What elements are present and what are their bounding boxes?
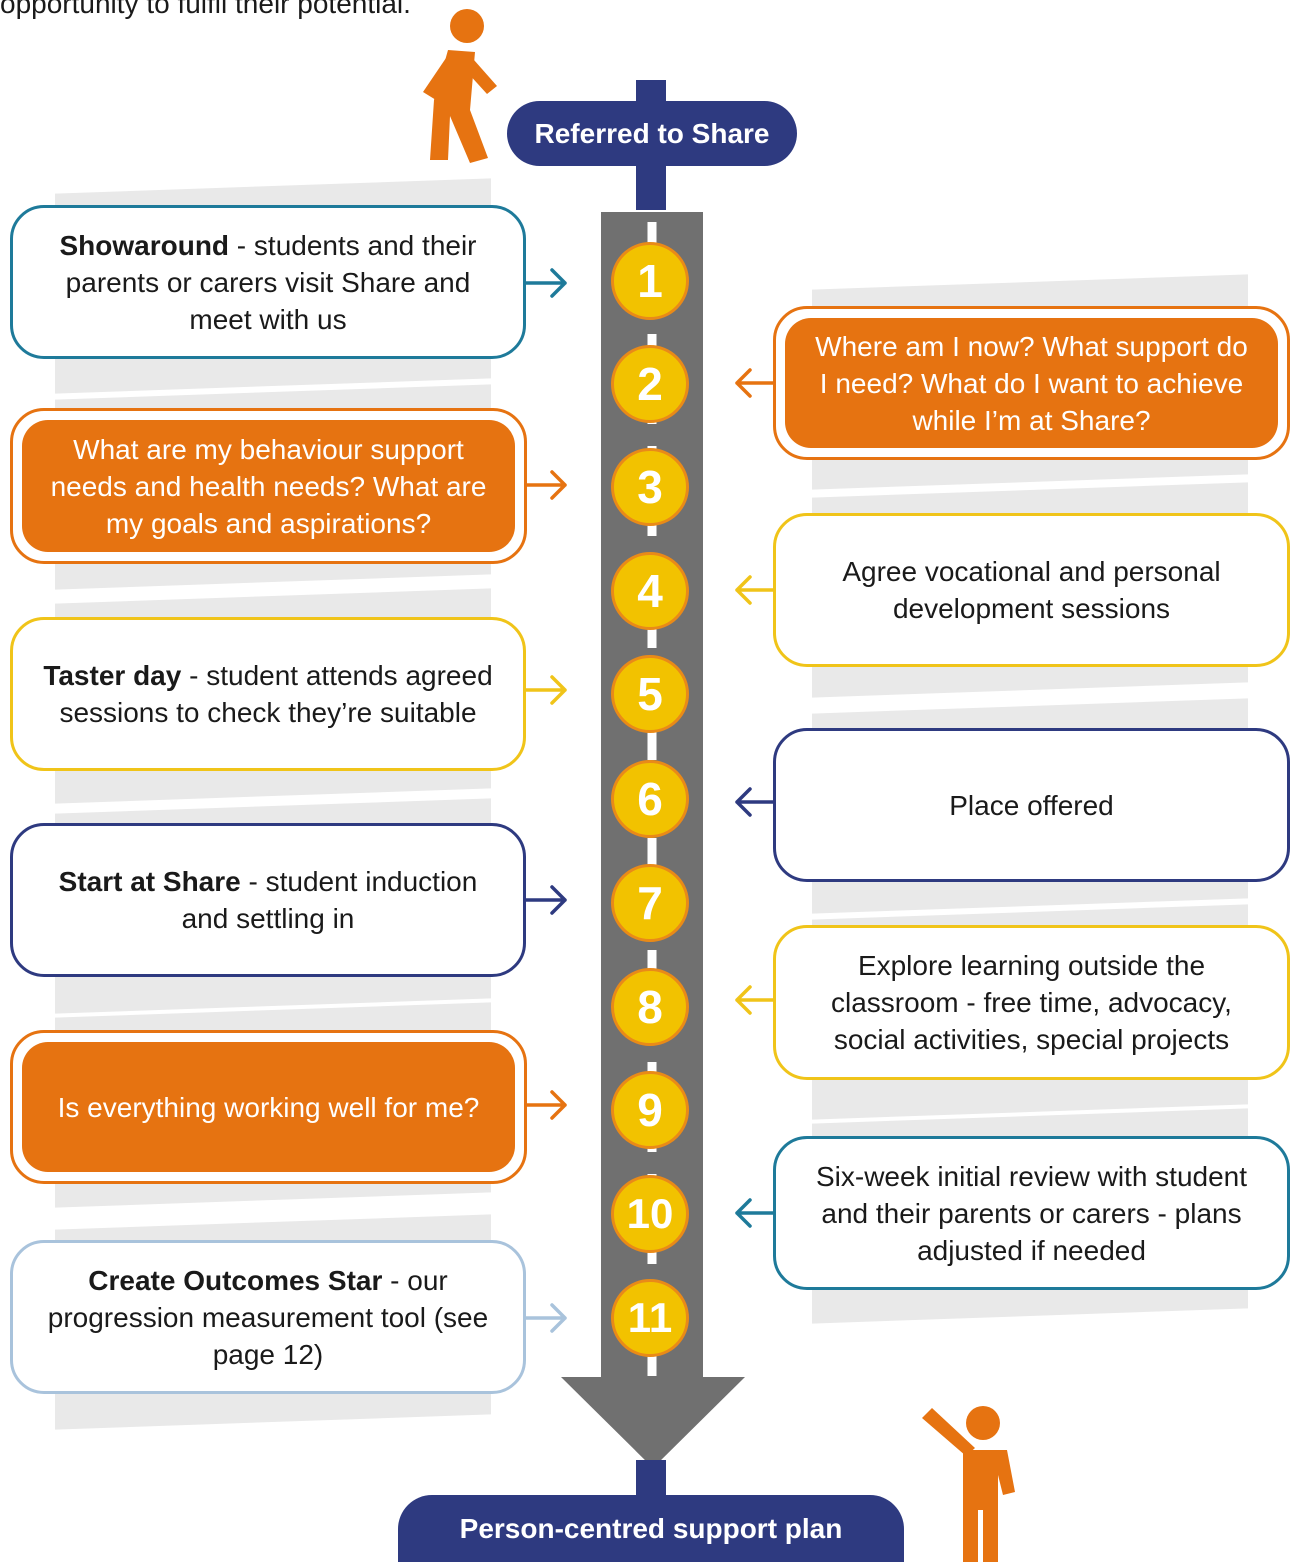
end-label: Person-centred support plan <box>398 1495 904 1562</box>
waving-person-icon <box>922 1406 1015 1562</box>
step-number-4: 4 <box>611 552 689 630</box>
step-3-description: What are my behaviour support needs and … <box>50 433 487 539</box>
step-number-7: 7 <box>611 864 689 942</box>
step-11-description: - our progression measurement tool (see … <box>47 1264 489 1370</box>
step-number-10: 10 <box>611 1175 689 1253</box>
step-7-title: Start at Share <box>58 866 241 897</box>
step-1-text: Showaround - students and their parents … <box>37 227 499 338</box>
step-8-box: Explore learning outside the classroom -… <box>773 925 1290 1080</box>
step-number-5: 5 <box>611 655 689 733</box>
step-10-box: Six-week initial review with student and… <box>773 1136 1290 1290</box>
step-11-title: Create Outcomes Star <box>88 1264 383 1296</box>
step-5-box: Taster day - student attends agreed sess… <box>10 617 526 771</box>
step-3-box: What are my behaviour support needs and … <box>22 420 515 552</box>
step-8-description: Explore learning outside the classroom -… <box>831 950 1232 1055</box>
step-4-box: Agree vocational and personal developmen… <box>773 513 1290 667</box>
step-6-description: Place offered <box>949 789 1114 821</box>
step-number-1: 1 <box>611 242 689 320</box>
step-1-box: Showaround - students and their parents … <box>10 205 526 359</box>
step-2-box: Where am I now? What support do I need? … <box>785 318 1278 448</box>
step-number-9: 9 <box>611 1071 689 1149</box>
step-7-box: Start at Share - student induction and s… <box>10 823 526 977</box>
step-5-text: Taster day - student attends agreed sess… <box>37 657 499 731</box>
intro-text: opportunity to fulfil their potential. <box>0 0 411 19</box>
step-5-title: Taster day <box>43 660 182 691</box>
step-1-title: Showaround <box>59 229 230 261</box>
step-9-box: Is everything working well for me? <box>22 1042 515 1172</box>
step-7-text: Start at Share - student induction and s… <box>37 863 499 937</box>
step-2-description: Where am I now? What support do I need? … <box>815 330 1248 436</box>
walking-person-icon <box>423 9 497 163</box>
step-11-text: Create Outcomes Star - our progression m… <box>37 1262 499 1373</box>
step-11-box: Create Outcomes Star - our progression m… <box>10 1240 526 1394</box>
step-7-description: - student induction and settling in <box>181 866 478 934</box>
step-5-description: - student attends agreed sessions to che… <box>59 660 493 728</box>
step-number-2: 2 <box>611 345 689 423</box>
step-1-description: - students and their parents or carers v… <box>65 229 477 335</box>
step-9-description: Is everything working well for me? <box>57 1091 480 1123</box>
step-number-8: 8 <box>611 968 689 1046</box>
step-6-box: Place offered <box>773 728 1290 882</box>
step-number-6: 6 <box>611 760 689 838</box>
start-label: Referred to Share <box>507 101 797 166</box>
step-4-description: Agree vocational and personal developmen… <box>842 556 1221 624</box>
step-10-description: Six-week initial review with student and… <box>815 1160 1248 1266</box>
step-number-11: 11 <box>611 1279 689 1357</box>
step-number-3: 3 <box>611 448 689 526</box>
